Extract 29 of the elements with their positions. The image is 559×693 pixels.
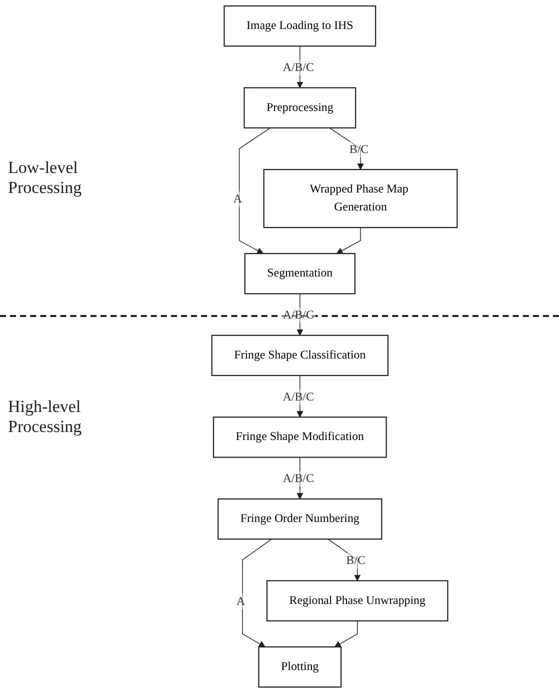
node-box: Regional Phase Unwrapping (266, 580, 448, 622)
edge-label: A/B/C (282, 389, 314, 404)
node-box: Fringe Order Numbering (218, 498, 382, 540)
arrow (296, 293, 304, 336)
node-box: Preprocessing (244, 87, 356, 128)
arrow (329, 128, 364, 170)
node-box: Image Loading to IHS (224, 5, 376, 47)
edge-label: A (236, 594, 246, 608)
edge-label: A/B/C (282, 60, 314, 74)
edge-label: A/B/C (282, 471, 314, 486)
edge-label: B/C (349, 142, 369, 156)
arrow (336, 227, 361, 254)
edge-label: A/B/C (282, 308, 314, 322)
arrow (334, 620, 358, 648)
arrow (296, 375, 304, 418)
arrow (238, 128, 271, 254)
section-label: High-level Processing (8, 397, 83, 438)
node-box: Fringe Shape Modification (212, 416, 387, 458)
edge-label: B/C (346, 552, 366, 567)
arrow (296, 456, 304, 500)
edge-label: A (233, 192, 242, 206)
node-box: Plotting (258, 646, 342, 688)
arrow (242, 538, 272, 648)
section-label: Low-level Processing (8, 158, 83, 198)
arrow (296, 46, 304, 88)
node-box: Segmentation (244, 253, 356, 294)
arrow (328, 538, 361, 582)
node-box: Fringe Shape Classification (211, 334, 389, 376)
node-box: Wrapped Phase Map Generation (263, 168, 458, 228)
